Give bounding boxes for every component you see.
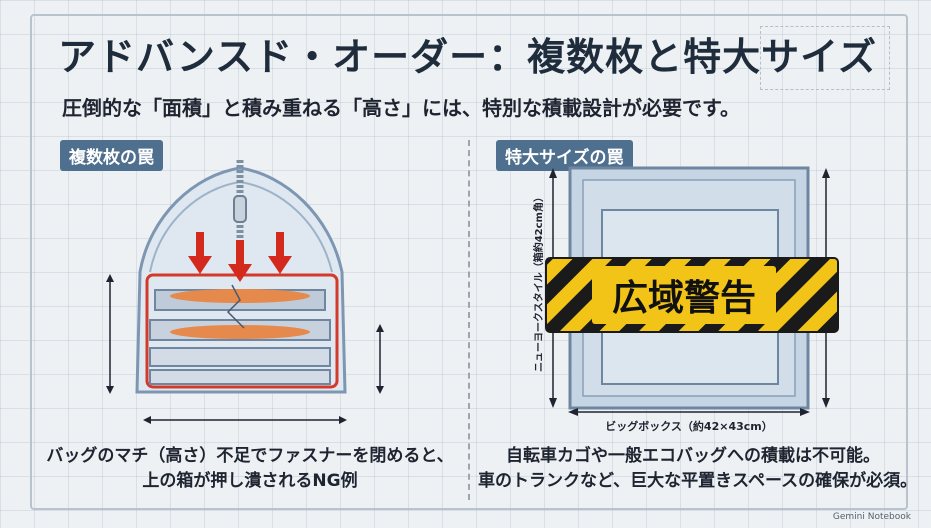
warning-banner-text: 広域警告 xyxy=(612,278,756,319)
watermark: Gemini Notebook xyxy=(832,512,911,522)
right-caption-line1: 自転車カゴや一般エコバッグへの積載は不可能。 xyxy=(506,446,880,466)
left-panel-label: 複数枚の罠 xyxy=(60,140,163,171)
left-caption: バッグのマチ（高さ）不足でファスナーを閉めると、 上の箱が押し潰されるNG例 xyxy=(40,444,460,494)
right-caption-line2: 車のトランクなど、巨大な平置きスペースの確保が必須。 xyxy=(478,471,918,491)
down-arrow-icon xyxy=(268,232,292,274)
right-panel-label: 特大サイズの罠 xyxy=(496,140,633,171)
page-subtitle: 圧倒的な「面積」と積み重ねる「高さ」には、特別な積載設計が必要です。 xyxy=(62,96,740,120)
vertical-dimension-label: ニューヨークスタイル（箱約42cm角） xyxy=(532,192,545,372)
blueprint-frame xyxy=(30,14,908,510)
panel-divider xyxy=(468,140,470,500)
left-caption-line2: 上の箱が押し潰されるNG例 xyxy=(142,471,358,491)
down-arrow-icon xyxy=(188,232,212,274)
page-title: アドバンスド・オーダー：複数枚と特大サイズ xyxy=(58,35,878,79)
warning-stripe-icon xyxy=(545,257,839,333)
big-box-illustration: ニューヨークスタイル（箱約42cm角） ビッグボックス（約42×43cm） 広域… xyxy=(532,166,839,433)
corner-decoration xyxy=(760,26,890,90)
left-caption-line1: バッグのマチ（高さ）不足でファスナーを閉めると、 xyxy=(46,446,454,466)
horizontal-dimension-label: ビッグボックス（約42×43cm） xyxy=(605,419,772,433)
bag-illustration xyxy=(106,160,384,424)
down-arrow-icon xyxy=(228,240,252,282)
right-caption: 自転車カゴや一般エコバッグへの積載は不可能。 車のトランクなど、巨大な平置きスペ… xyxy=(478,444,918,494)
zipper-icon xyxy=(233,160,247,240)
